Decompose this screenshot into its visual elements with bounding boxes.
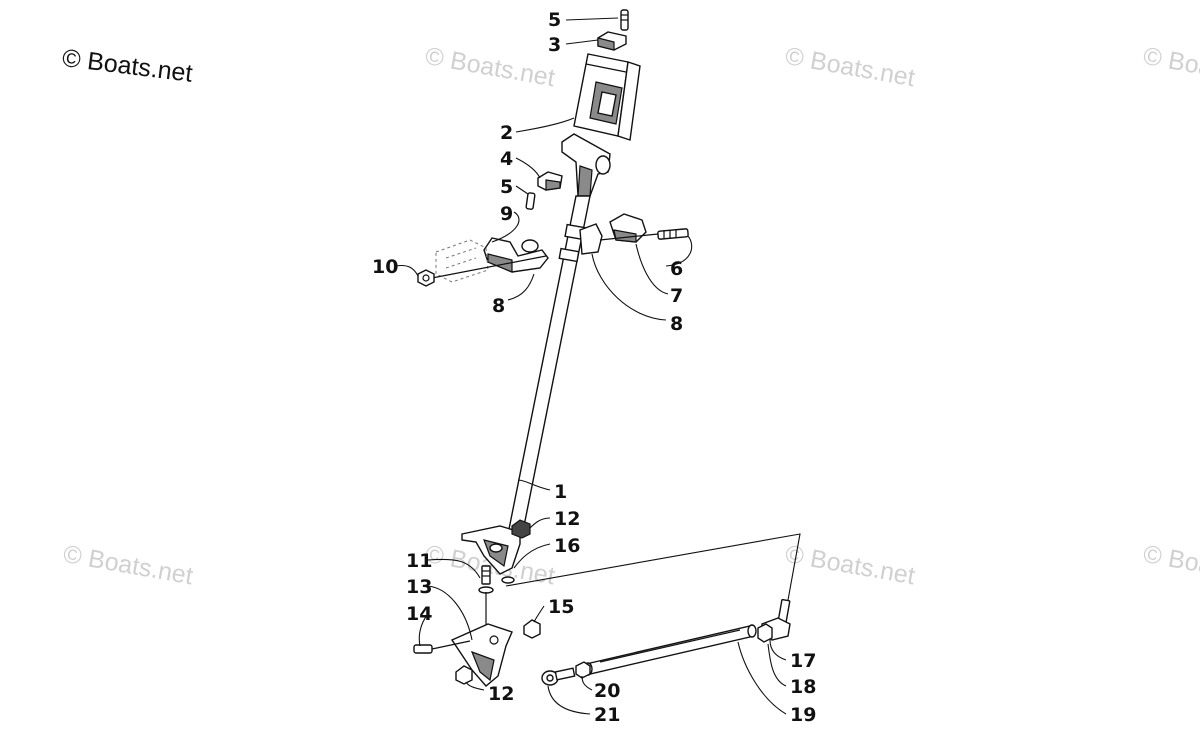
callout-2: 2	[500, 122, 513, 144]
part-bolt-small	[525, 192, 536, 210]
callout-1: 1	[554, 481, 567, 503]
callout-12: 12	[488, 683, 514, 705]
callout-8: 8	[492, 295, 505, 317]
part-post-top	[561, 133, 611, 197]
callout-12: 12	[554, 508, 580, 530]
callout-9: 9	[500, 203, 513, 225]
part-rod-end-right	[757, 598, 791, 643]
part-mount-bracket	[417, 239, 547, 287]
callout-5: 5	[500, 176, 513, 198]
callout-21: 21	[594, 704, 620, 726]
callout-labels: 5 3 2 4 5 9 10 8 6 7 8 1 12 16 11 13 14 …	[372, 9, 816, 726]
part-right-clamp	[579, 213, 689, 255]
part-nut-lower	[455, 665, 473, 685]
part-pivot-block	[461, 525, 521, 575]
part-nut-upper	[511, 519, 531, 539]
part-steering-shaft	[507, 195, 591, 537]
callout-8: 8	[670, 313, 683, 335]
part-cap-clamp	[597, 31, 627, 51]
callout-11: 11	[406, 550, 432, 572]
callout-6: 6	[670, 258, 683, 280]
callout-15: 15	[548, 596, 574, 618]
part-nut-15	[523, 619, 541, 639]
callout-20: 20	[594, 680, 620, 702]
part-rod-end-left	[541, 661, 591, 686]
part-lower-bracket	[413, 592, 513, 687]
part-lower-clamp	[483, 237, 549, 273]
callout-3: 3	[548, 34, 561, 56]
callout-19: 19	[790, 704, 816, 726]
callout-4: 4	[500, 148, 513, 170]
leader-lines	[395, 17, 801, 715]
callout-5: 5	[548, 9, 561, 31]
part-stud	[478, 565, 515, 594]
part-handlebar-pad	[573, 53, 641, 141]
callout-10: 10	[372, 256, 398, 278]
part-bolt-top	[620, 9, 629, 31]
callout-17: 17	[790, 650, 816, 672]
callout-13: 13	[406, 576, 432, 598]
callout-16: 16	[554, 535, 580, 557]
callout-14: 14	[406, 603, 432, 625]
part-small-clamp	[537, 171, 563, 191]
part-tie-rod	[583, 624, 757, 676]
callout-7: 7	[670, 285, 683, 307]
callout-18: 18	[790, 676, 816, 698]
